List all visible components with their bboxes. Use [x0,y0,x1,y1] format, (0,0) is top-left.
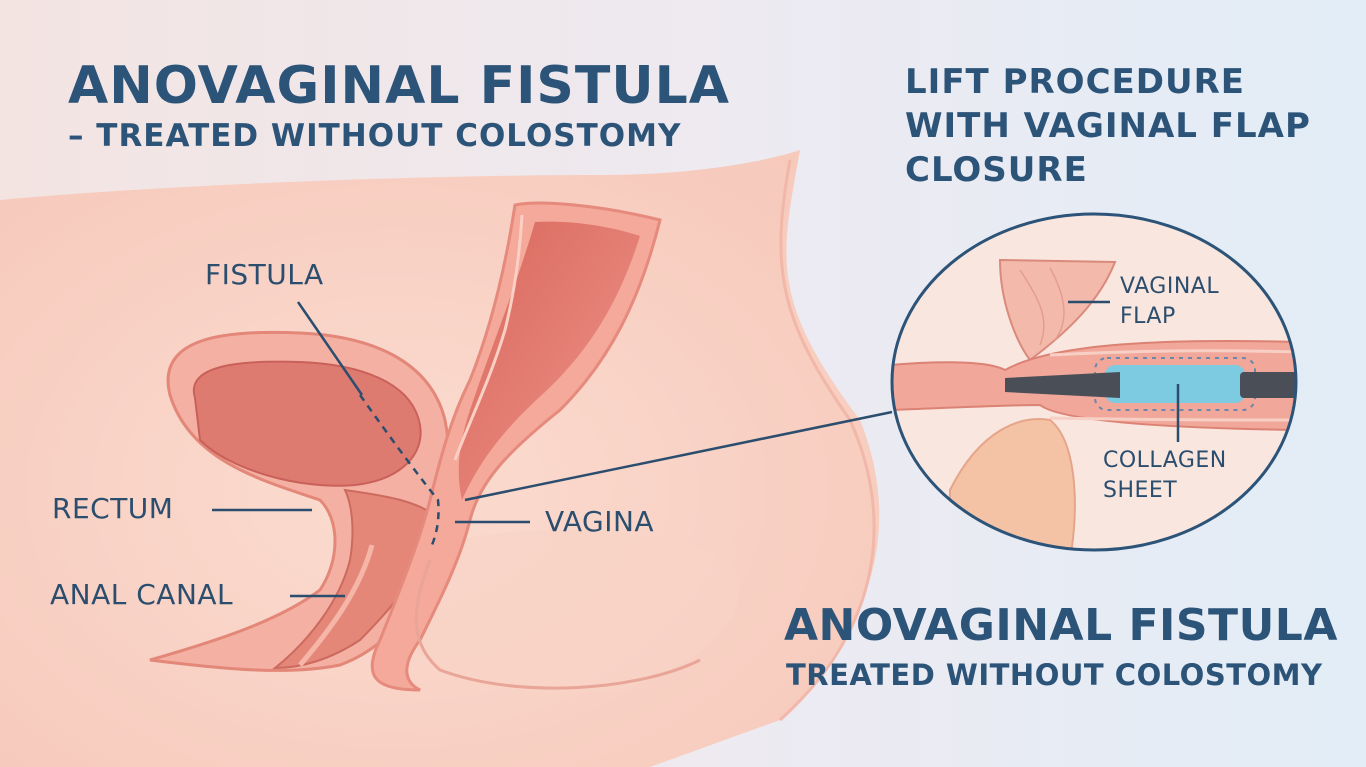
label-collagen-sheet: COLLAGEN SHEET [1103,446,1227,506]
vagina-lumen [458,221,640,500]
instrument [1005,372,1120,398]
label-rectum: RECTUM [52,492,174,525]
rectum-lumen [192,360,422,487]
footer-subtitle: TREATED WITHOUT COLOSTOMY [786,658,1323,692]
label-vagina: VAGINA [545,505,655,538]
procedure-title-line-2: WITH VAGINAL FLAP [905,106,1311,146]
vagina-wall-line [453,214,524,461]
collagen-sheet [1105,365,1245,403]
label-vaginal-flap-line-2: FLAP [1120,304,1176,329]
footer-title: ANOVAGINAL FISTULA [784,600,1338,651]
label-anal-canal: ANAL CANAL [50,578,234,611]
procedure-title-line-3: CLOSURE [905,150,1088,190]
inset-connector [464,410,893,502]
page-title: ANOVAGINAL FISTULA [68,56,730,116]
label-collagen-sheet-line-1: COLLAGEN [1103,448,1227,473]
inset-circle-border [890,212,1298,552]
perineum-curve [414,559,701,690]
procedure-title: LIFT PROCEDURE WITH VAGINAL FLAP CLOSURE [905,60,1311,192]
label-collagen-sheet-line-2: SHEET [1103,478,1178,503]
procedure-title-line-1: LIFT PROCEDURE [905,62,1245,102]
anal-canal-inner [298,544,375,667]
fistula-leader [296,301,364,396]
page-subtitle: – TREATED WITHOUT COLOSTOMY [68,118,682,154]
buttock-shadow [400,530,740,693]
label-fistula: FISTULA [205,258,324,291]
label-vaginal-flap: VAGINAL FLAP [1120,272,1219,332]
fistula-tract [358,394,440,546]
label-vaginal-flap-line-1: VAGINAL [1120,274,1220,299]
